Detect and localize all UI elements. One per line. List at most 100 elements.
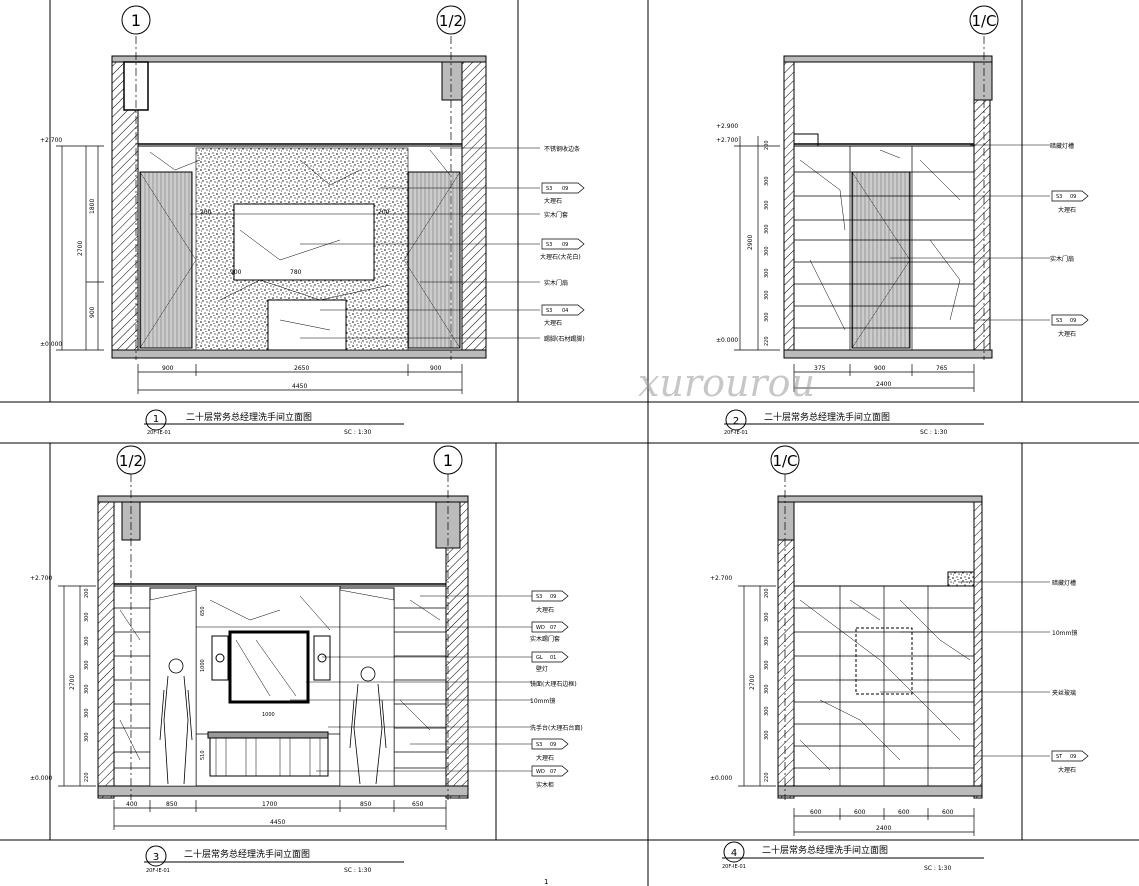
title-number: 4 — [731, 848, 737, 859]
marble-wall — [793, 585, 975, 787]
axis-label: 1/2 — [439, 12, 463, 30]
dimension-text: 2700 — [749, 675, 756, 690]
callout-text: 夹丝玻璃 — [1052, 689, 1076, 697]
structure — [777, 495, 983, 799]
callout-leaders — [890, 144, 1050, 321]
callout-tag-ref: 09 — [562, 242, 568, 248]
title-block — [144, 845, 404, 867]
dimension-text: 850 — [166, 801, 178, 808]
dimension-text: 400 — [126, 801, 138, 808]
panel-scale: SC : 1:30 — [924, 865, 951, 872]
dimension-text: 300 — [764, 224, 770, 234]
dimension-lines — [734, 136, 975, 392]
human-figure-left — [159, 658, 193, 785]
dimension-text: 600 — [810, 809, 822, 816]
callout-leaders — [196, 595, 532, 772]
dimension-text: 300 — [84, 708, 90, 718]
callout-text: 壁灯 — [536, 665, 548, 673]
dimension-text: 200 — [378, 209, 390, 216]
elevation-panel-4: 1/C +2.700 ±0.000 2700 200 300 300 300 3… — [710, 445, 1089, 872]
level-mark: ±0.000 — [716, 337, 738, 344]
callout-text: 10mm镜 — [530, 697, 555, 705]
dimension-text: 300 — [84, 612, 90, 622]
panel-scale: SC : 1:30 — [344, 867, 371, 874]
title-block — [724, 409, 984, 431]
callout-text: 10mm镜 — [1052, 629, 1077, 637]
callout-text: 大理石 — [544, 319, 562, 327]
callout-text: 暗藏灯槽 — [1050, 142, 1074, 150]
callout-tag-ref: 07 — [550, 625, 556, 631]
dimension-text: 900 — [89, 306, 96, 318]
callout-text: 踢脚(石材踢脚) — [544, 335, 585, 343]
axis-label: 1/2 — [119, 452, 143, 470]
callout-text: 不锈钢收边条 — [544, 145, 580, 153]
level-mark: ±0.000 — [30, 775, 52, 782]
title-block — [722, 841, 984, 863]
dimension-text: 900 — [874, 365, 886, 372]
dimension-text: 220 — [764, 336, 770, 346]
door-right — [339, 587, 395, 787]
callout-text: 实木门扇 — [544, 279, 568, 287]
door-left — [149, 587, 197, 787]
dimension-text: 300 — [764, 706, 770, 716]
title-number: 3 — [153, 852, 159, 863]
level-mark: +2.700 — [710, 575, 732, 582]
dimension-text: 900 — [230, 269, 242, 276]
dimension-text: 2700 — [69, 675, 76, 690]
dimension-text: 2700 — [77, 241, 84, 256]
dimension-text: 1800 — [89, 199, 96, 214]
dimension-text: 300 — [84, 660, 90, 670]
dimension-text: 300 — [764, 636, 770, 646]
level-mark: +2.700 — [716, 137, 738, 144]
callout-tag-code: S3 — [536, 594, 542, 600]
dimension-text: 650 — [412, 801, 424, 808]
dimension-text: 200 — [84, 588, 90, 598]
title-ref: 20F-IE-01 — [722, 864, 746, 870]
axis-label: 1/C — [772, 452, 797, 470]
callout-text: 洗手台(大理石台面) — [530, 724, 583, 732]
callout-text: 镜面(大理石边框) — [530, 680, 577, 688]
callout-tag-ref: 09 — [1070, 318, 1076, 324]
callout-tag-code: WD — [536, 769, 545, 775]
level-mark: +2.700 — [40, 137, 62, 144]
human-figure-right — [349, 666, 387, 785]
callout-tag-ref: 04 — [562, 308, 568, 314]
callout-text: 大理石 — [1058, 766, 1076, 774]
dimension-text: 300 — [764, 312, 770, 322]
panel-title: 二十层常务总经理洗手间立面图 — [186, 411, 312, 423]
elevation-panel-3: 1/2 1 +2.700 ±0.000 2700 200 300 300 300… — [30, 445, 583, 874]
dimension-text: 900 — [430, 365, 442, 372]
callout-tag — [1051, 750, 1089, 762]
callout-text: 大理石 — [1058, 330, 1076, 338]
callout-text: 大理石 — [1058, 206, 1076, 214]
callout-tag-ref: 09 — [550, 742, 556, 748]
axis-label: 1/C — [971, 12, 996, 30]
dimension-text: 300 — [764, 290, 770, 300]
axis-label: 1 — [443, 451, 453, 470]
dimension-text: 2900 — [747, 235, 754, 250]
axis-label: 1 — [131, 11, 141, 30]
dimension-text: 200 — [764, 588, 770, 598]
callout-leaders — [880, 581, 1050, 757]
callout-text: 大理石 — [536, 606, 554, 614]
dimension-text: 600 — [854, 809, 866, 816]
callout-text: 暗藏灯槽 — [1052, 579, 1076, 587]
title-block — [144, 409, 404, 431]
axis-lines — [135, 36, 452, 360]
level-mark: ±0.000 — [710, 775, 732, 782]
callout-tag-code: S3 — [1056, 194, 1062, 200]
callout-tag-ref: 09 — [1070, 194, 1076, 200]
callout-tags — [1051, 190, 1089, 326]
callout-text: 大理石 — [536, 754, 554, 762]
axis-bubble — [770, 445, 800, 475]
axis-bubble — [969, 5, 999, 35]
dimension-text: 4450 — [270, 819, 285, 826]
dimension-text: 600 — [942, 809, 954, 816]
dimension-text: 300 — [84, 636, 90, 646]
page-marker: 1 — [544, 878, 548, 886]
axis-bubbles — [116, 445, 463, 475]
dimension-text: 300 — [764, 200, 770, 210]
title-ref: 20F-IE-01 — [147, 430, 171, 436]
callout-tag-ref: 01 — [550, 655, 556, 661]
